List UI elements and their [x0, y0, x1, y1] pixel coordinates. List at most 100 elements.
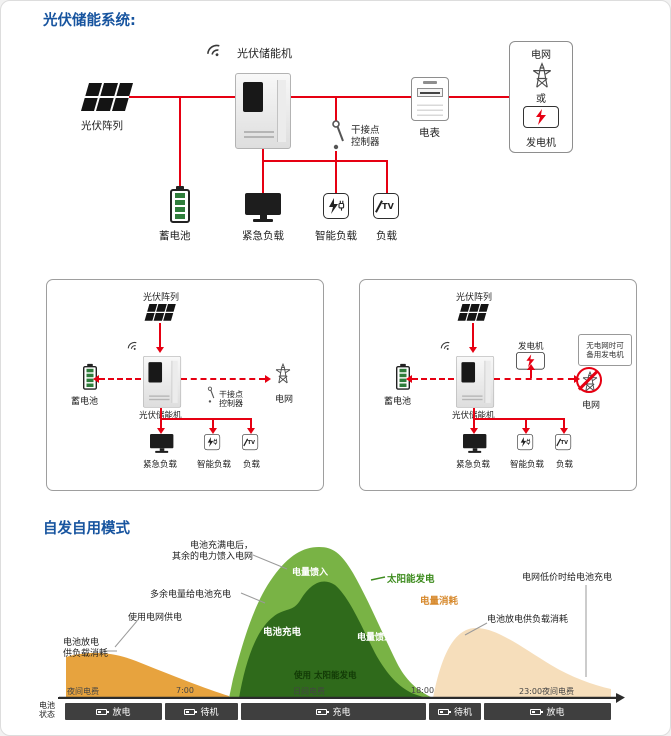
- battery-state-segment-discharge-2: 放电: [484, 703, 611, 720]
- battery-state-icon: [96, 708, 110, 715]
- inverter-icon: [456, 356, 495, 408]
- wire-arrow: [406, 375, 412, 383]
- battery-label: 蓄电池: [159, 230, 191, 242]
- annotation-feed-in-right: 电量馈入: [357, 633, 394, 643]
- pv-array-icon: [80, 83, 133, 111]
- pv-array-label: 光伏阵列: [456, 293, 493, 303]
- dry-contact-label-2: 控制器: [219, 399, 243, 408]
- battery-charge-area: [239, 581, 426, 698]
- generator-label: 发电机: [526, 138, 556, 149]
- wifi-icon: [121, 334, 143, 355]
- tick-7-00: 7:00: [176, 686, 194, 695]
- wire: [473, 408, 475, 419]
- wire-arrow: [560, 428, 568, 434]
- inverter-icon: [235, 73, 291, 149]
- monitor-icon: [245, 193, 281, 224]
- scenario-generator-box: 光伏阵列 光伏储能机 蓄电池 发电机 无电网时可 备用发电机 电网: [359, 279, 637, 491]
- dry-contact-label-1: 干接点: [219, 390, 243, 399]
- emergency-load-label: 紧急负载: [456, 460, 491, 470]
- callout-lines: [99, 554, 587, 677]
- battery-label: 蓄电池: [71, 397, 99, 407]
- grid-label: 电网: [531, 50, 551, 61]
- wire: [525, 418, 527, 430]
- wifi-icon: [197, 34, 228, 64]
- wire: [160, 418, 252, 420]
- grid-or-generator-box: 电网 或 发电机: [509, 41, 573, 153]
- consumption-area: [433, 628, 611, 698]
- x-axis-line: [58, 697, 616, 699]
- wire-battery: [179, 96, 181, 189]
- wire-dry-contact-top: [335, 96, 337, 121]
- wire-pv-inverter: [129, 96, 236, 98]
- smart-load-icon: [323, 193, 349, 219]
- wire-dashed: [99, 378, 141, 380]
- tv-text: TV: [247, 439, 255, 445]
- generator-backup-note: 无电网时可 备用发电机: [578, 334, 632, 366]
- wire-arrow: [157, 428, 165, 434]
- emergency-load-label: 紧急负载: [143, 460, 178, 470]
- battery-state-axis-label: 电池 状态: [39, 701, 55, 719]
- wire: [212, 418, 214, 430]
- wire-arrow: [209, 428, 217, 434]
- pv-array-label: 光伏阵列: [143, 293, 180, 303]
- wire: [160, 418, 162, 430]
- battery-state-label: 待机: [200, 708, 219, 718]
- wire-arrow: [156, 347, 164, 353]
- battery-state-label: 放电: [112, 708, 131, 718]
- battery-state-segment-charge: 充电: [241, 703, 426, 720]
- battery-icon: [170, 189, 190, 223]
- wire-dashed: [412, 378, 454, 380]
- wire-arrow: [469, 347, 477, 353]
- grid-label: 电网: [582, 401, 601, 411]
- battery-state-icon: [437, 708, 451, 715]
- grid-tower-icon: [271, 362, 295, 384]
- annotation-battery-charge: 电池充电: [263, 627, 302, 638]
- wire: [473, 418, 475, 430]
- mode-title: 自发自用模式: [43, 521, 130, 537]
- wire-load-bus: [262, 160, 388, 162]
- load-label: 负载: [376, 230, 397, 242]
- battery-state-segment-standby-1: 待机: [165, 703, 238, 720]
- dry-contact-label-1: 干接点: [351, 125, 380, 136]
- annotation-discharge-right: 电池放电供负载消耗: [487, 615, 569, 625]
- pv-array-icon: [144, 304, 176, 321]
- tick-18-00: 18:00: [411, 686, 435, 695]
- wire-arrow: [93, 375, 99, 383]
- wire-meter-grid: [449, 96, 509, 98]
- tv-load-icon: TV: [242, 434, 259, 451]
- tv-load-icon: TV: [555, 434, 572, 451]
- wire-inverter-meter: [291, 96, 411, 98]
- tv-text: TV: [382, 201, 394, 211]
- self-use-chart: [59, 547, 625, 701]
- dry-contact-switch-icon: [205, 386, 215, 407]
- solar-label-pointer: [370, 576, 386, 581]
- note-line-1: 无电网时可: [586, 341, 624, 350]
- system-title: 光伏储能系统:: [43, 13, 136, 29]
- smart-load-label: 智能负载: [197, 460, 232, 470]
- wire: [160, 408, 162, 419]
- wire: [250, 418, 252, 430]
- scenario-grid-box: 光伏阵列 光伏储能机 蓄电池 电网 干接点 控制器 紧急负载: [46, 279, 324, 491]
- wire-arrow: [247, 428, 255, 434]
- x-axis-arrowhead: [616, 693, 624, 703]
- annotation-surplus-charge: 多余电量给电池充电: [150, 590, 232, 600]
- tv-text: TV: [560, 439, 568, 445]
- battery-state-segment-standby-2: 待机: [429, 703, 481, 720]
- battery-state-icon: [530, 708, 544, 715]
- wire-dry-contact-bottom: [335, 151, 337, 193]
- battery-state-segment-discharge-1: 放电: [65, 703, 162, 720]
- tv-load-icon: TV: [373, 193, 399, 219]
- monitor-icon: [150, 434, 174, 454]
- tick-night-rate-1: 夜间电费: [67, 687, 99, 696]
- load-label: 负载: [243, 460, 261, 470]
- wire-tv-load: [386, 160, 388, 193]
- grid-label: 电网: [275, 395, 294, 405]
- tick-day-rate: 日间电费: [293, 687, 325, 696]
- wire: [472, 323, 474, 349]
- load-label: 负载: [556, 460, 574, 470]
- battery-icon: [83, 366, 97, 390]
- wire-emergency-load: [262, 149, 264, 193]
- monitor-icon: [463, 434, 487, 454]
- annotation-feed-in-top: 电量馈入: [292, 568, 329, 578]
